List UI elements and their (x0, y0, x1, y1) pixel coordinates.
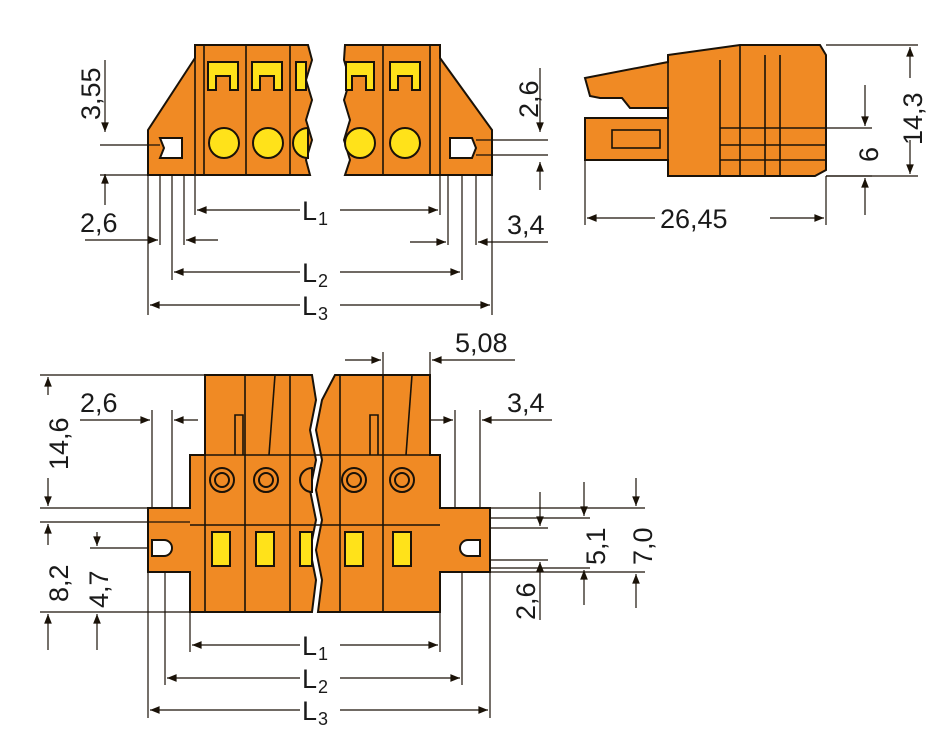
top-view-wire-entries (208, 126, 421, 160)
dim-label-l2-top: L (302, 258, 317, 288)
dim-l3-top: L 3 (150, 291, 490, 324)
dim-l1-front: L 1 (192, 631, 438, 664)
dim-3-4-top-right: 3,4 (410, 210, 548, 246)
dim-5-08: 5,08 (345, 328, 515, 378)
dim-label-l1-top: L (302, 196, 317, 226)
dim-5-1: 5,1 (580, 482, 611, 605)
front-view-clamps (211, 531, 412, 567)
dim-4-7: 4,7 (84, 532, 148, 650)
dim-label-5-08: 5,08 (455, 328, 508, 358)
dim-label-l2-front-sub: 2 (318, 677, 328, 697)
dim-label-14-3: 14,3 (898, 92, 928, 145)
dim-l2-top: L 2 (174, 258, 460, 291)
dim-l1-top: L 1 (197, 196, 438, 229)
dim-14-6: 14,6 (40, 374, 205, 509)
front-view-test-ports (209, 466, 415, 494)
top-view: 3,55 2,6 2,6 (76, 44, 548, 324)
front-view-flange-holes (151, 539, 481, 557)
dim-label-6: 6 (854, 147, 884, 162)
side-view-details (611, 45, 826, 176)
dim-2-6-top-right: 2,6 (476, 68, 548, 190)
dim-2-6-front-left: 2,6 (80, 388, 198, 508)
dim-label-l2-front: L (302, 664, 317, 694)
dim-label-l1-front-sub: 1 (318, 644, 328, 664)
dim-label-5-1: 5,1 (581, 527, 611, 565)
dim-6: 6 (826, 85, 884, 215)
dim-label-l2-top-sub: 2 (318, 271, 328, 291)
dim-label-14-6: 14,6 (44, 417, 74, 470)
dim-3-55: 3,55 (76, 60, 160, 205)
dim-label-l3-front: L (302, 696, 317, 726)
top-view-dividers (194, 45, 441, 175)
front-view-bottom-extensions (147, 572, 491, 718)
dim-2-6-front-right: 2,6 (511, 492, 544, 620)
dim-label-8-2: 8,2 (44, 564, 74, 602)
dim-l2-front: L 2 (167, 664, 460, 697)
top-view-extension-lines (147, 175, 493, 315)
dim-label-2-6-top-left: 2,6 (80, 208, 118, 238)
front-view: 5,08 14,6 2,6 3,4 (40, 328, 658, 729)
dim-label-l3-top: L (302, 291, 317, 321)
dim-label-2-6-top-right: 2,6 (514, 80, 544, 118)
dim-label-3-4-front-right: 3,4 (507, 388, 545, 418)
dim-label-26-45: 26,45 (660, 204, 728, 234)
side-view: 14,3 6 26,45 (583, 44, 928, 234)
dim-26-45: 26,45 (584, 160, 827, 234)
top-view-release-slots (207, 61, 421, 91)
front-view-dividers (190, 374, 440, 612)
dim-label-l1-front: L (302, 631, 317, 661)
dim-label-3-55: 3,55 (76, 67, 106, 120)
top-view-flange-holes (158, 137, 478, 159)
dim-label-2-6-front-right: 2,6 (511, 582, 541, 620)
front-view-housing-right (314, 374, 491, 613)
dim-7-0: 7,0 (628, 478, 658, 608)
dim-label-l3-top-sub: 3 (318, 304, 328, 324)
dim-label-l1-top-sub: 1 (318, 209, 328, 229)
dim-3-4-front-right: 3,4 (430, 388, 552, 508)
dim-label-3-4-top-right: 3,4 (507, 210, 545, 240)
dim-label-4-7: 4,7 (84, 570, 114, 608)
dim-label-l3-front-sub: 3 (318, 709, 328, 729)
dim-label-2-6-front-left: 2,6 (80, 388, 118, 418)
dim-label-7-0: 7,0 (628, 527, 658, 565)
dim-2-6-top-left: 2,6 (80, 208, 218, 244)
side-view-housing (583, 44, 827, 177)
front-view-right-extensions (490, 507, 645, 573)
dim-l3-front: L 3 (150, 696, 488, 729)
